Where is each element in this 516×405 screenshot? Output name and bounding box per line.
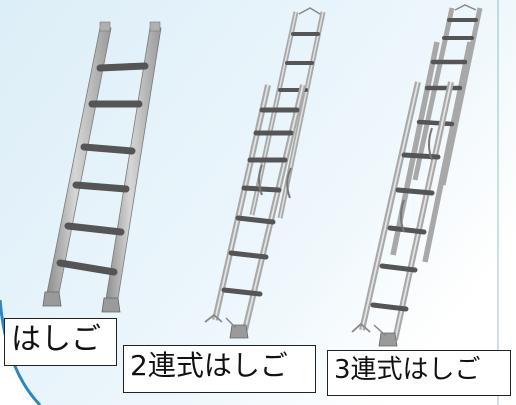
extension-ladder-2-section-icon xyxy=(204,7,326,339)
label-three-section-ladder: 3連式はしご xyxy=(327,350,511,396)
extension-ladder-3-section-icon xyxy=(351,4,483,347)
ladder-icon xyxy=(42,21,162,313)
label-two-section-ladder: 2連式はしご xyxy=(123,345,316,393)
label-ladder: はしご xyxy=(4,318,117,366)
